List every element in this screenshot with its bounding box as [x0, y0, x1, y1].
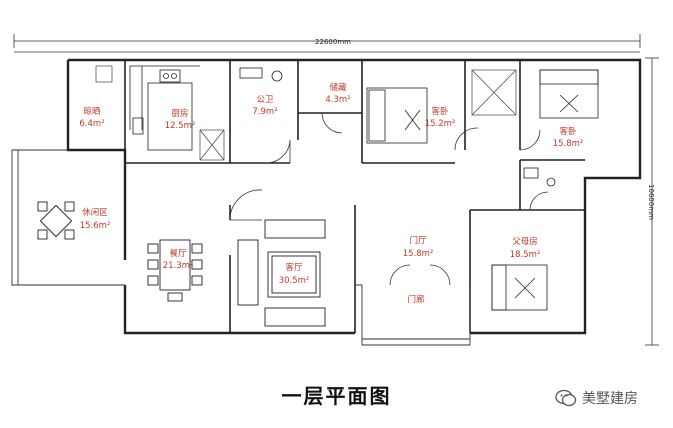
room-area-kitchen: 12.5m² [165, 121, 196, 131]
dining-table [147, 239, 203, 302]
room-name-foyer: 门厅 [409, 235, 427, 246]
doors [229, 112, 549, 286]
dimension-lines [13, 34, 659, 346]
outdoor-areas [11, 149, 471, 346]
room-area-guest-2: 15.8m² [553, 139, 584, 149]
room-name-porch: 门廊 [407, 294, 425, 305]
room-name-leisure: 休闲区 [82, 207, 108, 218]
room-name-guest-2: 客卧 [559, 126, 577, 137]
room-name-kitchen: 厨房 [171, 108, 188, 119]
watermark: 美墅建房 [555, 388, 638, 408]
plan-caption: 一层平面图 [281, 384, 392, 408]
room-name-parents: 父母房 [512, 236, 538, 247]
room-area-guest-1: 15.2m² [425, 119, 456, 129]
room-name-living: 客厅 [285, 262, 303, 273]
exterior-walls [66, 58, 642, 335]
beds [366, 69, 599, 311]
room-name-bathroom: 公卫 [256, 95, 274, 105]
room-name-storage: 储藏 [329, 82, 347, 93]
room-area-bathroom: 7.9m² [252, 107, 277, 117]
room-area-drying: 6.4m² [79, 119, 104, 129]
living-furniture [237, 219, 326, 327]
watermark-text: 美墅建房 [582, 391, 638, 407]
fixtures [129, 65, 556, 187]
wechat-icon [555, 389, 577, 407]
depth-dimension: 10600mm [647, 184, 655, 220]
room-area-storage: 4.3m² [325, 95, 350, 105]
windows [95, 65, 517, 161]
room-name-dining: 餐厅 [169, 249, 187, 259]
room-area-living: 30.5m² [279, 276, 310, 286]
room-area-dining: 21.3m² [163, 261, 194, 271]
room-area-leisure: 15.6m² [80, 221, 111, 231]
leisure-table [37, 201, 75, 240]
width-dimension: 22600mm [315, 38, 351, 46]
room-name-guest-1: 客卧 [431, 106, 449, 117]
room-area-foyer: 15.8m² [403, 249, 434, 259]
room-name-drying: 晾晒 [83, 106, 101, 117]
room-area-parents: 18.5m² [510, 250, 541, 260]
room-labels: 晾晒 6.4m² 厨房 12.5m² 公卫 7.9m² 储藏 4.3m² 客卧 … [79, 82, 583, 305]
